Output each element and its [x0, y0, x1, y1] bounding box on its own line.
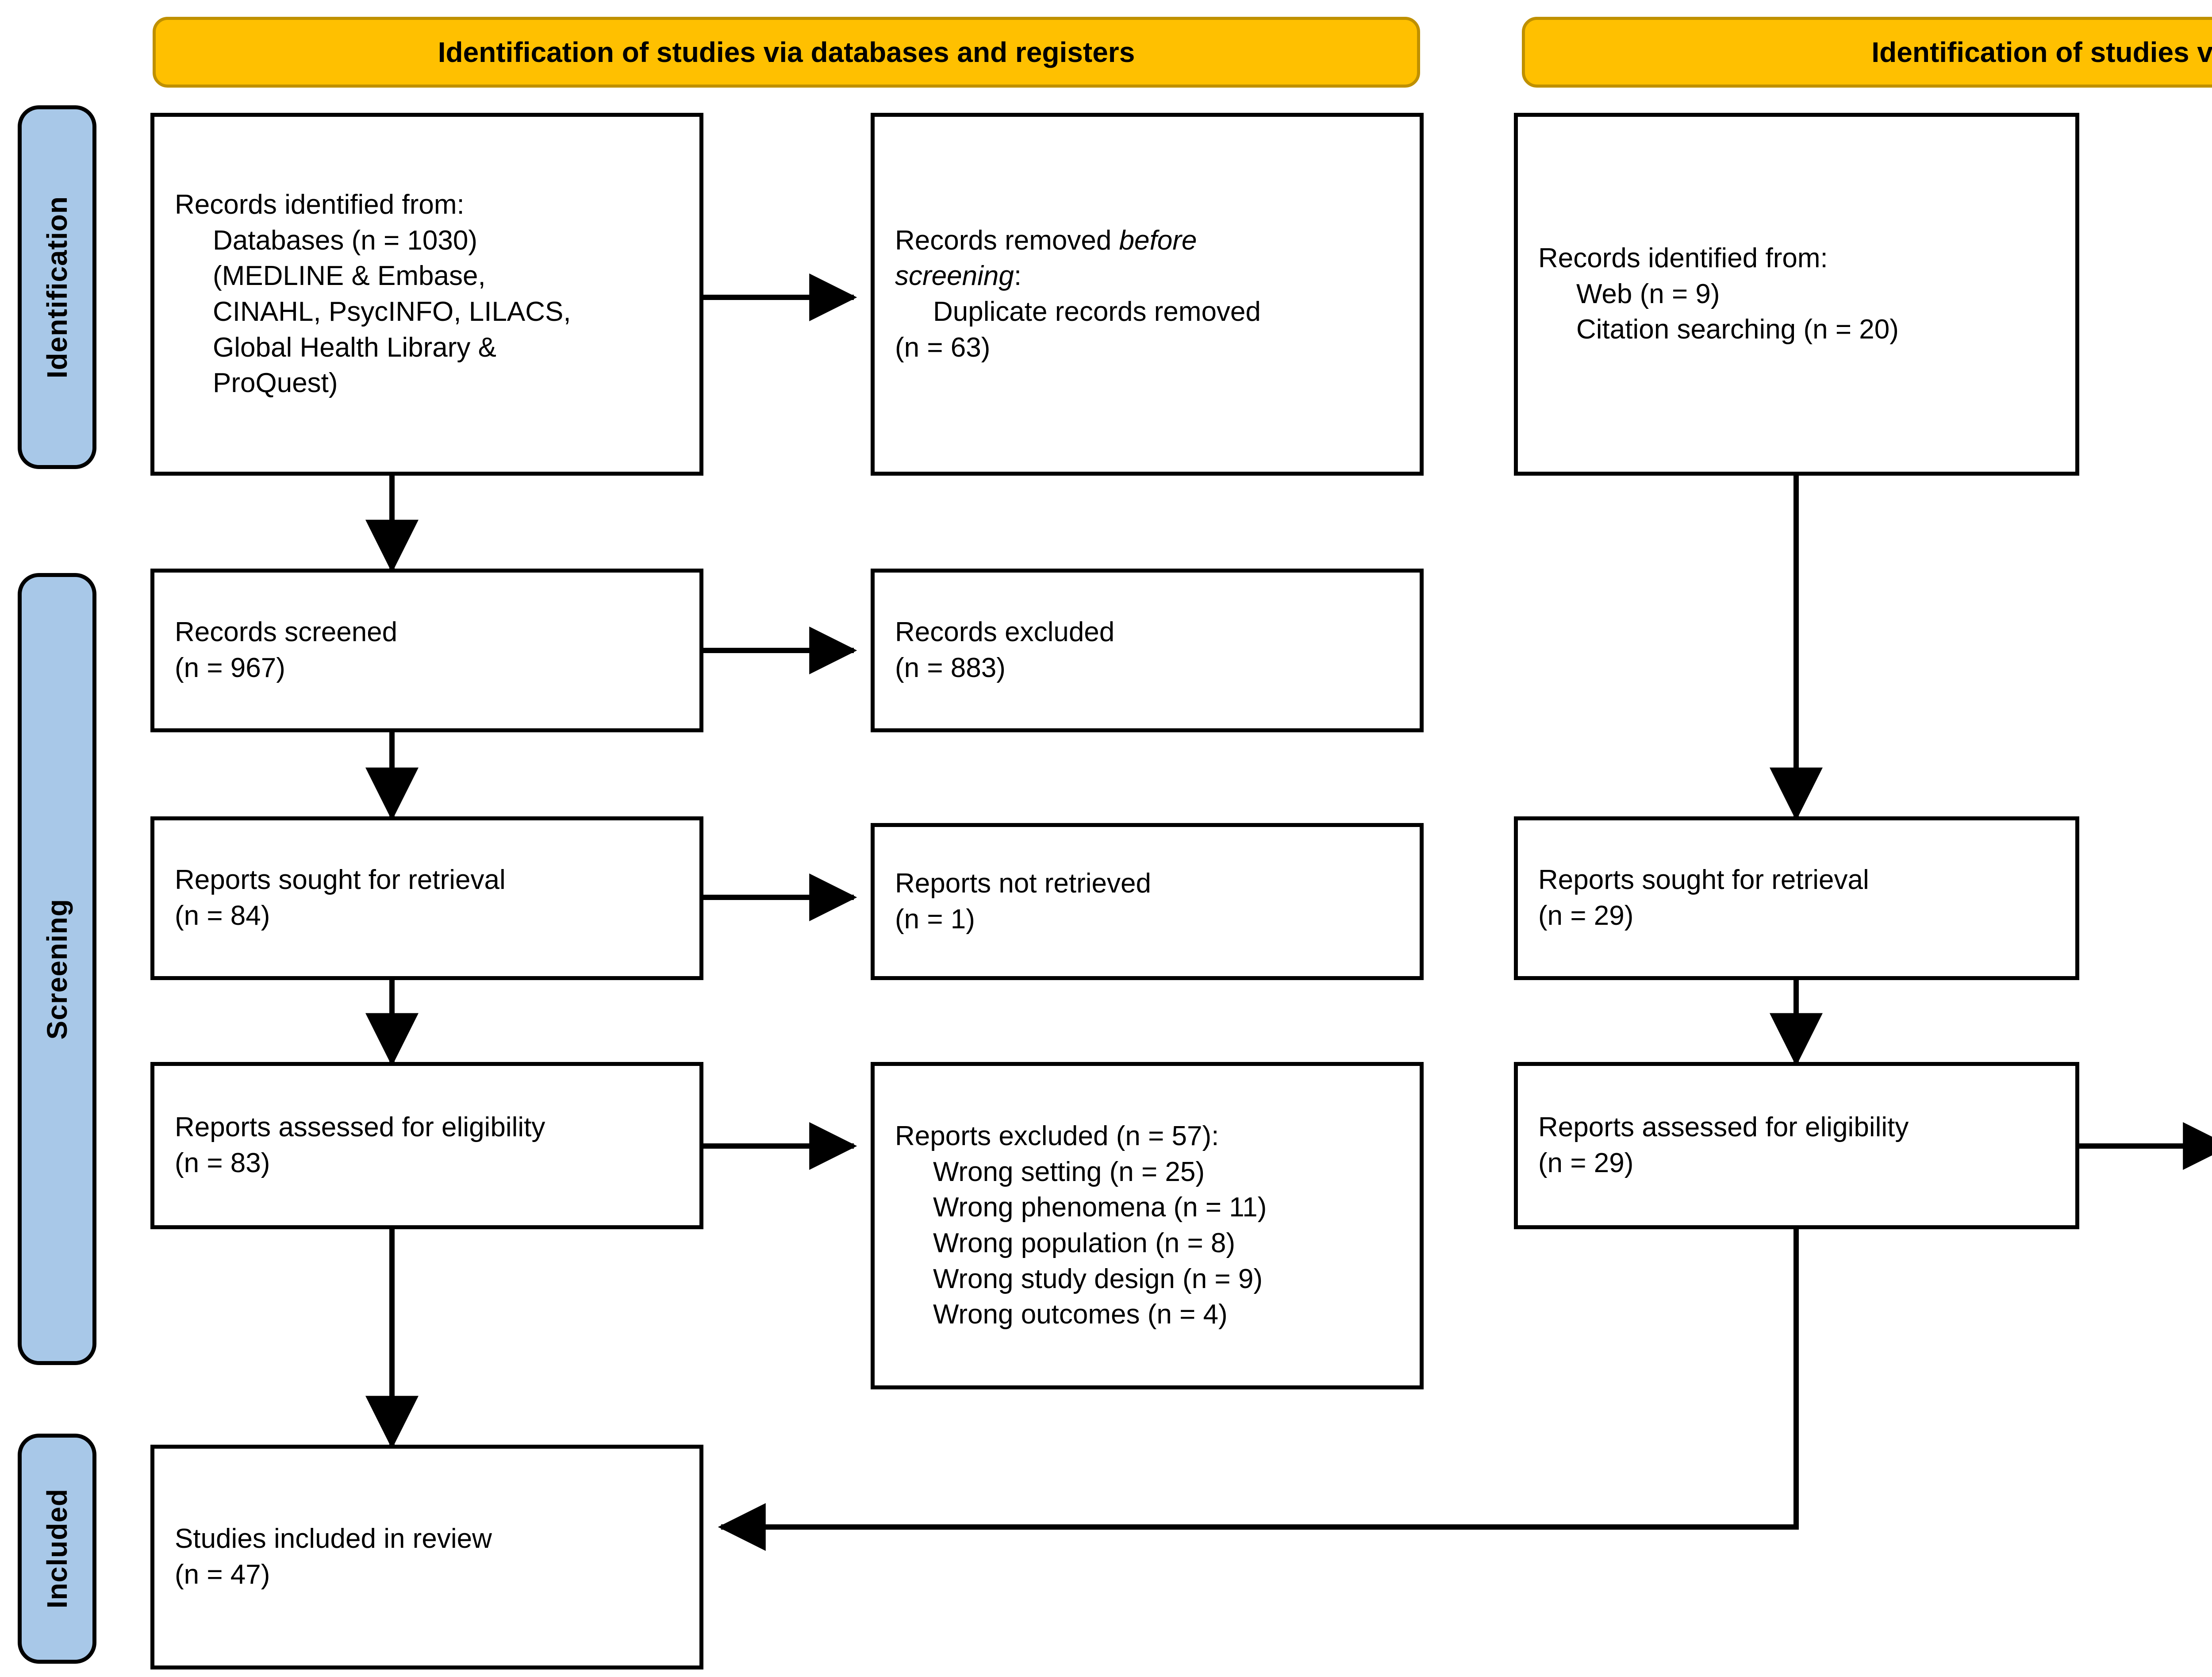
column-header-other-methods-text: Identification of studies via other meth…	[1871, 36, 2212, 68]
records-excluded-line-2: (n = 883)	[895, 653, 1006, 683]
records-removed-line-3: Duplicate records removed	[933, 296, 1261, 327]
other-records-identified-line-3: Citation searching (n = 20)	[1576, 314, 1899, 345]
records-screened-line-2: (n = 967)	[175, 653, 285, 683]
box-records-screened-text: Records screened (n = 967)	[154, 615, 699, 686]
box-records-screened: Records screened (n = 967)	[150, 569, 703, 732]
reports-excluded-db-line-6: Wrong outcomes (n = 4)	[933, 1299, 1228, 1330]
column-header-databases: Identification of studies via databases …	[153, 17, 1420, 88]
records-identified-line-6: ProQuest)	[213, 368, 338, 399]
records-identified-line-3: (MEDLINE & Embase,	[213, 261, 486, 292]
box-other-reports-assessed-text: Reports assessed for eligibility (n = 29…	[1518, 1110, 2075, 1181]
box-reports-not-retrieved: Reports not retrieved (n = 1)	[871, 823, 1424, 980]
records-identified-line-4: CINAHL, PsycINFO, LILACS,	[213, 296, 571, 327]
box-records-excluded-text: Records excluded (n = 883)	[875, 615, 1420, 686]
other-records-identified-line-1: Records identified from:	[1538, 243, 1828, 274]
box-other-records-identified: Records identified from: Web (n = 9) Cit…	[1514, 113, 2079, 476]
phase-label-identification: Identification	[18, 105, 96, 469]
arrow-other-assessed-to-included	[718, 1229, 1799, 1551]
phase-label-screening: Screening	[18, 573, 96, 1365]
box-reports-excluded-databases-text: Reports excluded (n = 57): Wrong setting…	[875, 1119, 1420, 1333]
box-reports-assessed: Reports assessed for eligibility (n = 83…	[150, 1062, 703, 1229]
box-reports-assessed-text: Reports assessed for eligibility (n = 83…	[154, 1110, 699, 1181]
other-reports-assessed-line-1: Reports assessed for eligibility	[1538, 1112, 1909, 1143]
records-removed-line-2a: screening	[895, 261, 1014, 292]
records-identified-line-2: Databases (n = 1030)	[213, 225, 477, 256]
box-reports-excluded-databases: Reports excluded (n = 57): Wrong setting…	[871, 1062, 1424, 1389]
reports-excluded-db-line-4: Wrong population (n = 8)	[933, 1228, 1235, 1258]
reports-sought-line-2: (n = 84)	[175, 900, 270, 931]
records-identified-line-1: Records identified from:	[175, 189, 465, 220]
box-other-records-identified-text: Records identified from: Web (n = 9) Cit…	[1518, 241, 2075, 348]
records-removed-line-4: (n = 63)	[895, 332, 991, 363]
reports-assessed-line-1: Reports assessed for eligibility	[175, 1112, 545, 1143]
column-header-other-methods: Identification of studies via other meth…	[1522, 17, 2212, 88]
box-records-removed: Records removed before screening: Duplic…	[871, 113, 1424, 476]
box-records-removed-text: Records removed before screening: Duplic…	[875, 223, 1420, 365]
other-reports-sought-line-2: (n = 29)	[1538, 900, 1634, 931]
other-reports-sought-line-1: Reports sought for retrieval	[1538, 865, 1869, 896]
studies-included-line-1: Studies included in review	[175, 1523, 492, 1554]
box-reports-sought: Reports sought for retrieval (n = 84)	[150, 816, 703, 980]
reports-excluded-db-line-2: Wrong setting (n = 25)	[933, 1156, 1205, 1187]
reports-sought-line-1: Reports sought for retrieval	[175, 865, 506, 896]
box-reports-sought-text: Reports sought for retrieval (n = 84)	[154, 862, 699, 934]
column-header-databases-text: Identification of studies via databases …	[438, 36, 1135, 68]
reports-assessed-line-2: (n = 83)	[175, 1148, 270, 1178]
reports-excluded-db-line-1: Reports excluded (n = 57):	[895, 1121, 1219, 1152]
box-records-identified-text: Records identified from: Databases (n = …	[154, 187, 699, 401]
records-removed-line-1b: before	[1119, 225, 1197, 256]
records-identified-line-5: Global Health Library &	[213, 332, 496, 363]
box-records-identified: Records identified from: Databases (n = …	[150, 113, 703, 476]
box-reports-not-retrieved-text: Reports not retrieved (n = 1)	[875, 866, 1420, 937]
records-screened-line-1: Records screened	[175, 617, 398, 648]
box-studies-included-text: Studies included in review (n = 47)	[154, 1521, 699, 1592]
studies-included-line-2: (n = 47)	[175, 1559, 270, 1590]
box-other-reports-sought-text: Reports sought for retrieval (n = 29)	[1518, 862, 2075, 934]
other-reports-assessed-line-2: (n = 29)	[1538, 1148, 1634, 1178]
box-studies-included: Studies included in review (n = 47)	[150, 1445, 703, 1669]
other-records-identified-line-2: Web (n = 9)	[1576, 278, 1720, 309]
box-other-reports-sought: Reports sought for retrieval (n = 29)	[1514, 816, 2079, 980]
reports-not-retrieved-line-1: Reports not retrieved	[895, 868, 1151, 899]
box-other-reports-assessed: Reports assessed for eligibility (n = 29…	[1514, 1062, 2079, 1229]
reports-excluded-db-line-3: Wrong phenomena (n = 11)	[933, 1192, 1267, 1223]
records-excluded-line-1: Records excluded	[895, 617, 1115, 648]
reports-excluded-db-line-5: Wrong study design (n = 9)	[933, 1263, 1263, 1294]
phase-label-included: Included	[18, 1434, 96, 1664]
reports-not-retrieved-line-2: (n = 1)	[895, 904, 975, 935]
records-removed-line-1a: Records removed	[895, 225, 1119, 256]
box-records-excluded: Records excluded (n = 883)	[871, 569, 1424, 732]
records-removed-line-2b: :	[1014, 261, 1022, 292]
